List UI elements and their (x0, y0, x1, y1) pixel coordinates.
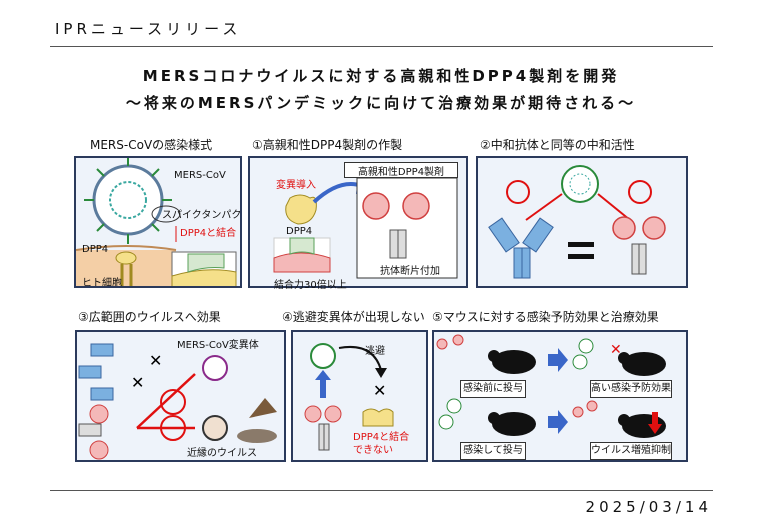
neutralization-illustration (488, 165, 666, 279)
panel2 (476, 156, 688, 288)
panel1-title: ①高親和性DPP4製剤の作製 (252, 138, 403, 152)
panel2-title: ②中和抗体と同等の中和活性 (480, 138, 635, 152)
p1-dpp4-label: DPP4 (286, 226, 313, 237)
cannot-bind-line1: DPP4と結合 (353, 432, 410, 443)
infection-title: MERS-CoVの感染様式 (90, 138, 213, 152)
affinity-label: 結合力30倍以上 (274, 280, 347, 291)
cannot-bind-line2: できない (353, 445, 393, 456)
panel4-title: ④逃避変異体が出現しない (282, 310, 425, 324)
panel3: ✕✕ MERS-CoV変異体 近縁のウイルス (75, 330, 286, 462)
suppression-label: ウイルス増殖抑制 (590, 442, 672, 460)
escape-label: 逃避 (365, 346, 385, 357)
panel5-title: ⑤マウスに対する感染予防効果と治療効果 (432, 310, 659, 324)
post-infection-label: 感染して投与 (460, 442, 526, 460)
broad-spectrum-illustration: ✕✕ (78, 343, 277, 460)
release-date: 2025/03/14 (585, 498, 712, 516)
news-release-label: IPRニュースリリース (55, 20, 242, 38)
dpp4-label: DPP4 (82, 244, 109, 255)
svg-text:✕: ✕ (373, 381, 386, 400)
virus-illustration (76, 158, 237, 286)
panel3-title: ③広範囲のウイルスへ効果 (78, 310, 221, 324)
prevention-label: 高い感染予防効果 (590, 380, 672, 398)
human-cell-label: ヒト細胞 (82, 278, 122, 288)
svg-text:✕: ✕ (131, 373, 144, 392)
related-virus-label: 近縁のウイルス (187, 448, 257, 459)
panel1: 変異導入 DPP4 結合力30倍以上 高親和性DPP4製剤 抗体断片付加 (248, 156, 468, 291)
dpp4-engineering-illustration (273, 177, 458, 279)
mouse-experiment-illustration: ✕ (436, 334, 666, 438)
mers-cov-label: MERS-CoV (174, 170, 226, 181)
svg-text:✕: ✕ (610, 342, 622, 358)
footer-divider (50, 490, 713, 491)
spike-label: スパイクタンパク (162, 210, 242, 221)
pre-infection-label: 感染前に投与 (460, 380, 526, 398)
svg-text:✕: ✕ (149, 351, 162, 370)
dpp4-bind-label: DPP4と結合 (180, 228, 237, 239)
product-label: 高親和性DPP4製剤 (344, 162, 458, 178)
panel5: ✕ 感染前に投与 高い感染予防効果 感染して投与 ウイルス増殖抑制 (432, 330, 688, 462)
variant-label: MERS-CoV変異体 (177, 340, 259, 351)
title-line-2: ～将来のMERSパンデミックに向けて治療効果が期待される～ (125, 94, 637, 112)
title-line-1: MERSコロナウイルスに対する高親和性DPP4製剤を開発 (142, 67, 620, 85)
infection-panel: MERS-CoV スパイクタンパク DPP4と結合 DPP4 ヒト細胞 (74, 156, 242, 288)
mutation-label: 変異導入 (276, 180, 316, 191)
panel4: ✕ 逃避 DPP4と結合 できない (291, 330, 428, 462)
header-divider (50, 46, 713, 47)
fc-label: 抗体断片付加 (380, 266, 440, 277)
escape-illustration: ✕ (304, 343, 394, 451)
